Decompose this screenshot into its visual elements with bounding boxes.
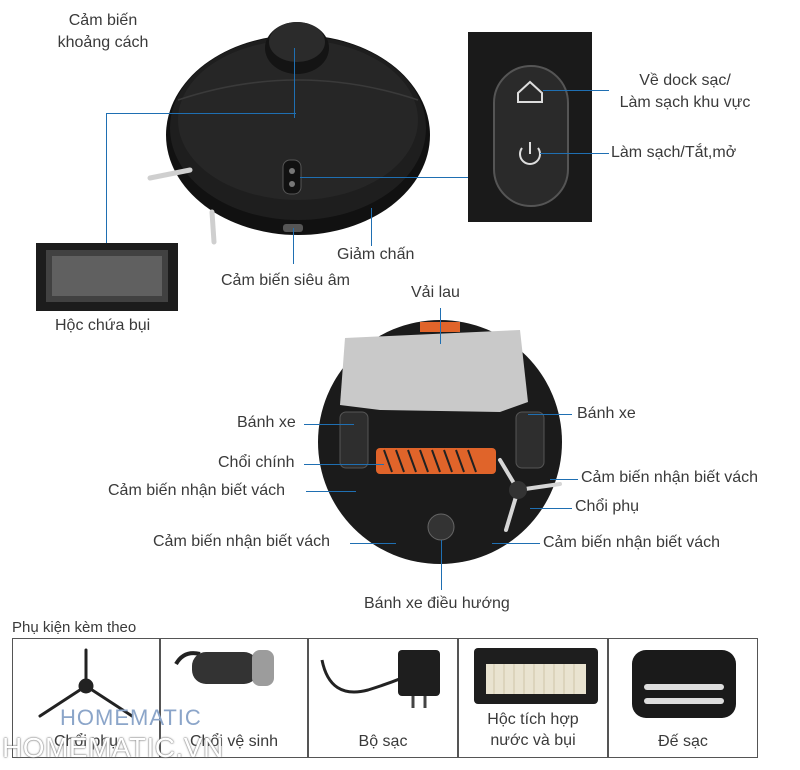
charging-dock-icon — [632, 650, 736, 718]
label-cliff-sensor-bottom-left: Cảm biến nhận biết vách — [153, 533, 330, 550]
label-cliff-sensor-right: Cảm biến nhận biết vách — [581, 469, 758, 486]
accessory-label-line1: Hộc tích hợp — [487, 711, 579, 728]
wheel-left — [339, 411, 369, 469]
label-mop: Vải lau — [411, 284, 460, 301]
leader-line-ultrasonic — [293, 228, 294, 264]
label-dock-button-line2: Làm sạch khu vực — [619, 94, 751, 111]
accessory-label-line2: nước và bụi — [490, 732, 576, 749]
wheel-right — [515, 411, 545, 469]
leader-line-dock-button — [543, 90, 609, 91]
accessories-title: Phụ kiện kèm theo — [12, 619, 137, 636]
dust-box-image — [36, 243, 178, 311]
leader-line-side-brush — [530, 508, 572, 509]
accessory-label: Đế sạc — [658, 733, 708, 750]
accessory-charger: Bộ sạc — [308, 638, 458, 758]
leader-line-caster — [441, 540, 442, 590]
watermark-site: HOMEMATIC.VN — [2, 732, 224, 763]
label-dust-box: Hộc chứa bụi — [55, 317, 151, 334]
leader-line-cliff-bottom-left — [350, 543, 396, 544]
leader-line-distance-sensor — [294, 48, 295, 118]
side-brush-top — [147, 167, 217, 245]
label-wheel-right: Bánh xe — [577, 405, 636, 422]
leader-line-cliff-bottom-right — [492, 543, 540, 544]
leader-line-dust-box-v — [106, 113, 107, 243]
accessory-label: Bộ sạc — [358, 733, 408, 750]
water-dust-box-icon — [474, 648, 598, 704]
watermark-logo: HOMEMATIC — [60, 705, 202, 730]
label-dock-button: Về dock sạc/ Làm sạch khu vực — [606, 70, 764, 114]
robot-top-view — [147, 22, 430, 245]
leader-line-bumper — [371, 208, 372, 246]
leader-line-dust-box-h — [106, 113, 296, 114]
label-ultrasonic-sensor: Cảm biến siêu âm — [221, 272, 350, 289]
accessory-label: Chổi vệ sinh — [189, 733, 279, 750]
leader-line-main-brush — [304, 464, 384, 465]
control-panel-image — [468, 32, 592, 222]
leader-line-cliff-left — [306, 491, 356, 492]
label-distance-sensor-line1: Cảm biến — [68, 12, 138, 29]
label-distance-sensor-line2: khoảng cách — [57, 34, 149, 51]
mop-pad — [340, 330, 528, 412]
charger-icon — [320, 650, 440, 708]
label-distance-sensor: Cảm biến khoảng cách — [48, 10, 158, 54]
leader-line-wheel-left — [304, 424, 354, 425]
label-caster-wheel: Bánh xe điều hướng — [364, 595, 510, 612]
label-wheel-left: Bánh xe — [237, 414, 296, 431]
accessory-label: Chổi phụ — [53, 733, 119, 750]
label-power-button: Làm sạch/Tắt,mở — [611, 144, 737, 161]
leader-line-power-button — [540, 153, 609, 154]
leader-line-mop — [440, 308, 441, 344]
lidar-turret — [265, 22, 329, 74]
accessory-label: Hộc tích hợp nước và bụi — [459, 709, 607, 751]
leader-line-cliff-right — [550, 479, 578, 480]
leader-line-wheel-right — [528, 414, 572, 415]
label-dock-button-line1: Về dock sạc/ — [639, 72, 731, 89]
label-side-brush: Chổi phụ — [575, 498, 640, 515]
label-cliff-sensor-left: Cảm biến nhận biết vách — [108, 482, 285, 499]
leader-line-panel — [300, 177, 468, 178]
label-main-brush: Chổi chính — [218, 454, 295, 471]
cleaning-brush-icon — [174, 650, 274, 686]
home-icon — [517, 80, 543, 103]
label-cliff-sensor-bottom-right: Cảm biến nhận biết vách — [543, 534, 720, 551]
power-icon — [519, 142, 541, 165]
label-bumper: Giảm chấn — [337, 246, 415, 263]
side-brush-icon — [38, 648, 134, 718]
